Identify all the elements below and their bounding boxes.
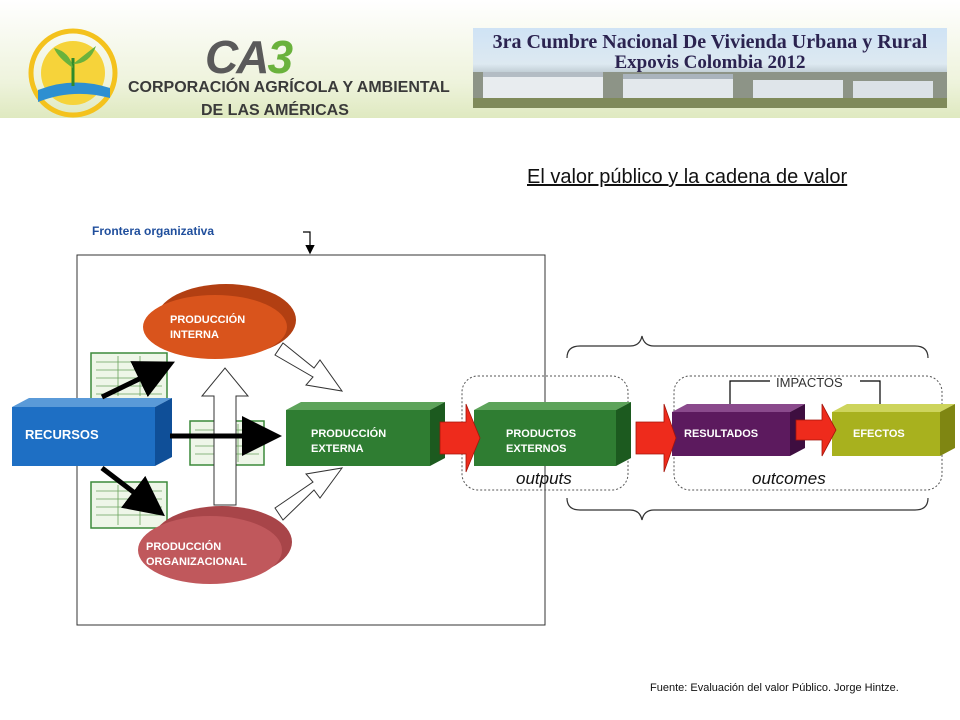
header-band: CA3 CORPORACIÓN AGRÍCOLA Y AMBIENTAL DE … xyxy=(0,0,960,119)
brand-line-2: DE LAS AMÉRICAS xyxy=(201,102,349,119)
black-arrow-to-interna xyxy=(100,361,175,400)
recursos-label: RECURSOS xyxy=(25,427,99,442)
outputs-label: outputs xyxy=(516,469,572,488)
connector-arrow xyxy=(439,403,481,473)
node-efectos xyxy=(832,404,955,456)
node-produccion-organizacional xyxy=(138,506,292,584)
sun-plant-logo-icon xyxy=(18,28,128,118)
node-productos-externos xyxy=(474,402,631,466)
hollow-arrow-diagonal-down xyxy=(274,342,344,392)
document-thumbnail-icon xyxy=(90,352,168,400)
node-resultados xyxy=(672,404,805,456)
boundary-label: Frontera organizativa xyxy=(92,224,215,238)
boundary-pointer-arrow xyxy=(303,231,315,255)
resultados-label: RESULTADOS xyxy=(684,428,759,440)
slide-title: El valor público y la cadena de valor xyxy=(527,166,848,188)
black-arrow-to-organizacional xyxy=(100,466,165,517)
node-recursos xyxy=(12,398,172,466)
source-citation: Fuente: Evaluación del valor Público. Jo… xyxy=(650,682,899,694)
banner-subtitle: Expovis Colombia 2012 xyxy=(614,52,806,73)
brace-bottom xyxy=(566,497,929,521)
hollow-arrow-diagonal-up xyxy=(274,467,344,521)
connector-arrow xyxy=(635,403,677,473)
outcomes-label: outcomes xyxy=(752,469,826,488)
node-produccion-interna xyxy=(143,284,296,359)
efectos-label: EFECTOS xyxy=(853,428,905,440)
event-banner: 3ra Cumbre Nacional De Vivienda Urbana y… xyxy=(473,28,947,108)
brace-top xyxy=(566,335,929,359)
brand-line-1: CORPORACIÓN AGRÍCOLA Y AMBIENTAL xyxy=(128,79,450,96)
node-produccion-externa xyxy=(286,402,445,466)
brand-wordmark: CA3 xyxy=(205,31,293,83)
impactos-label: IMPACTOS xyxy=(776,375,843,390)
connector-arrow xyxy=(795,403,837,457)
banner-title: 3ra Cumbre Nacional De Vivienda Urbana y… xyxy=(492,31,928,53)
